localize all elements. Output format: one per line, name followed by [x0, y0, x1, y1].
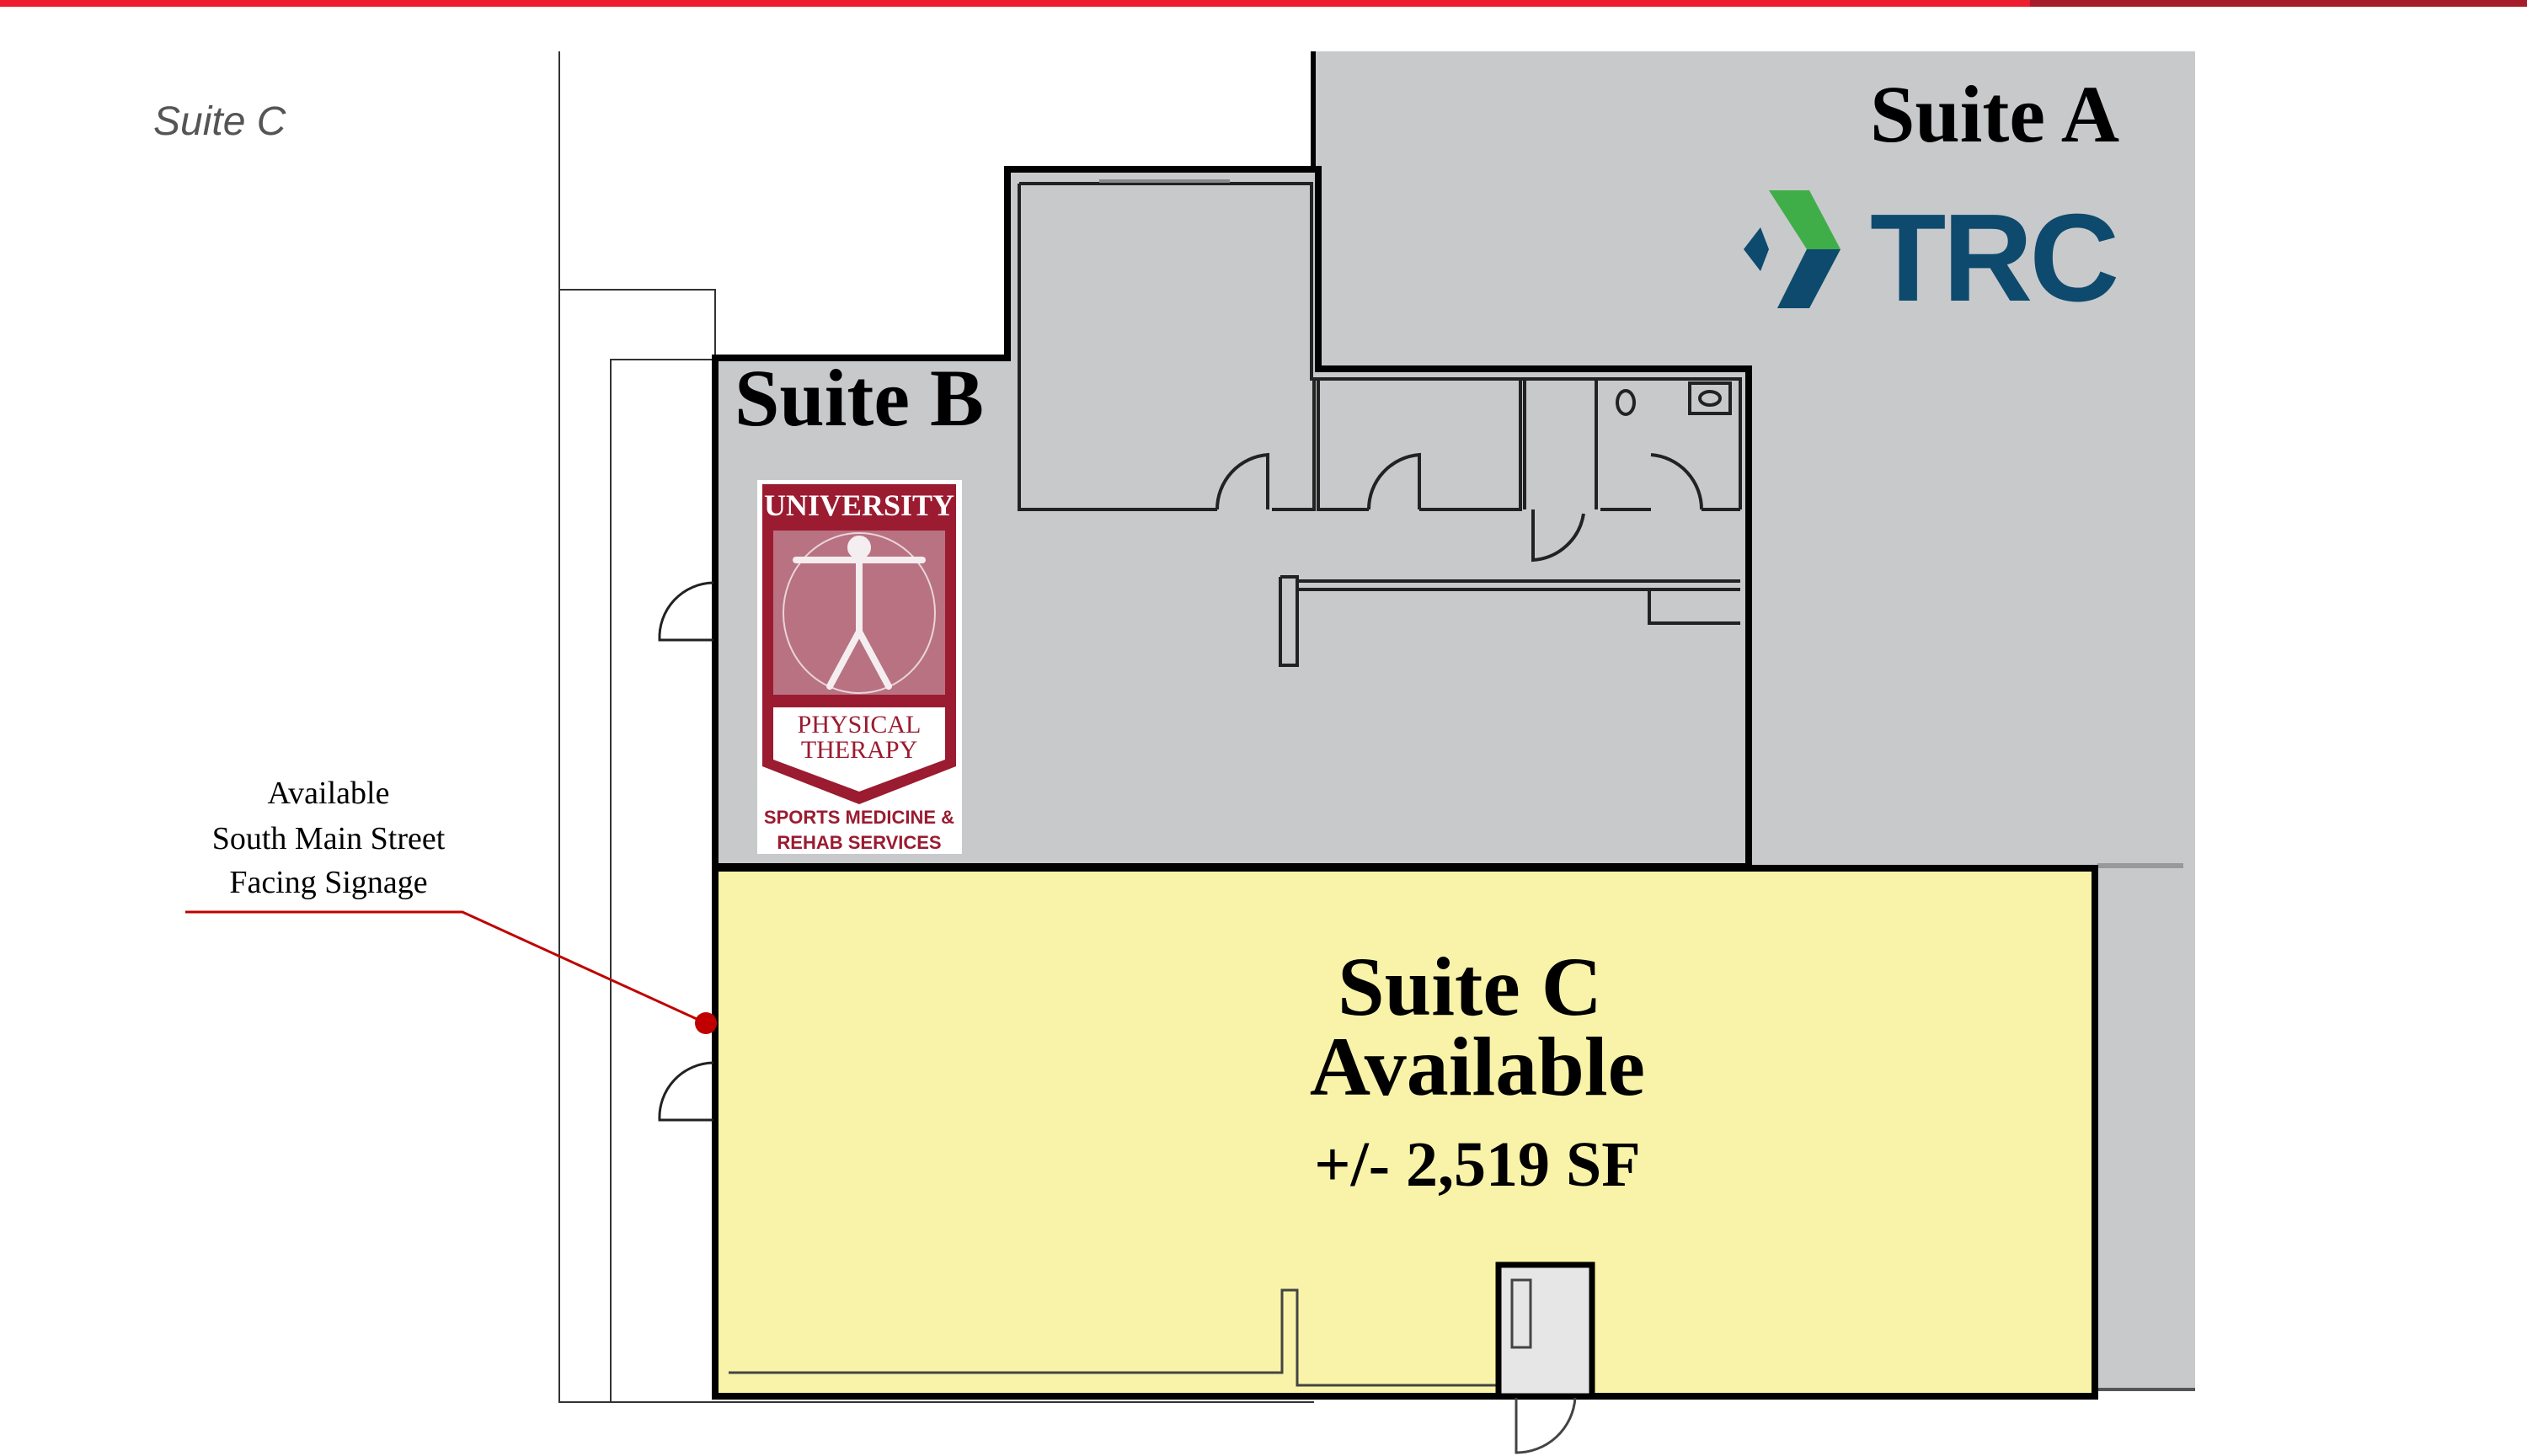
trc-logo: TRC [1744, 189, 2119, 328]
corner-suite-label: Suite C [153, 99, 286, 144]
top-brand-bar [0, 0, 2030, 7]
suite-c-label: Suite C [1338, 940, 1602, 1033]
building-outline [558, 51, 1314, 1403]
svg-text:Facing Signage: Facing Signage [229, 865, 427, 900]
trc-logo-text: TRC [1870, 189, 2116, 328]
suite-c-area-text: +/- 2,519 SF [1314, 1129, 1640, 1200]
suite-c-area[interactable] [712, 865, 2098, 1400]
suite-b-interior-walls [1018, 179, 1742, 667]
suite-c-status: Available [1310, 1020, 1645, 1113]
svg-text:REHAB SERVICES: REHAB SERVICES [777, 832, 941, 853]
svg-text:PHYSICAL: PHYSICAL [798, 711, 922, 739]
signage-location-marker[interactable] [695, 1012, 717, 1034]
university-pt-logo: UNIVERSITY PHYSICAL THERAPY SPORTS MEDIC… [757, 480, 962, 854]
suite-c-interior [729, 1261, 1595, 1454]
vitruvian-figure-icon [793, 536, 926, 690]
svg-text:South Main Street: South Main Street [212, 821, 446, 856]
signage-callout: Available South Main Street Facing Signa… [185, 776, 717, 1034]
svg-text:THERAPY: THERAPY [801, 736, 917, 764]
suite-a-label: Suite A [1870, 69, 2119, 159]
suite-b-label: Suite B [735, 353, 984, 443]
svg-text:Available: Available [268, 776, 390, 811]
svg-text:SPORTS MEDICINE &: SPORTS MEDICINE & [764, 807, 954, 828]
top-brand-bar-end [2030, 0, 2527, 7]
entry-doors [658, 581, 714, 1122]
svg-text:UNIVERSITY: UNIVERSITY [764, 488, 954, 522]
